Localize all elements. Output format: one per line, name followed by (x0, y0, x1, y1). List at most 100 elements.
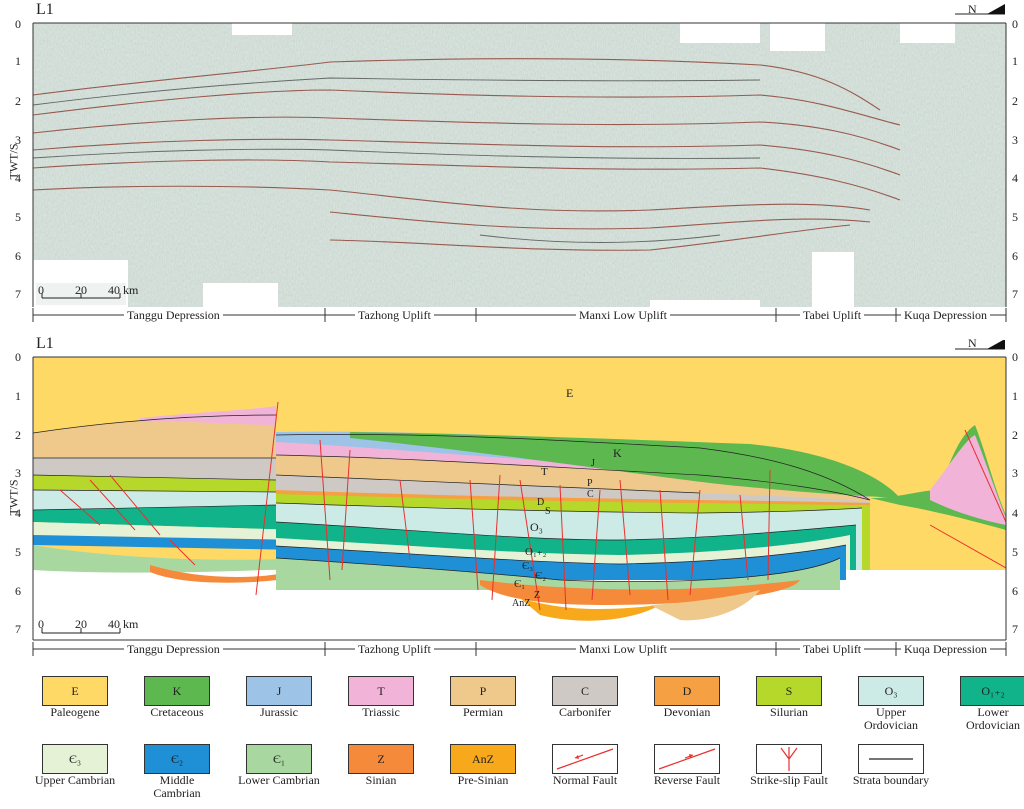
legend-code: J (276, 683, 282, 698)
legend-label: Upper Cambrian (34, 773, 116, 787)
top-region-tanggu: Tanggu Depression (124, 308, 223, 323)
legend-item: Normal Fault (552, 744, 632, 802)
bottom-y-tick-left: 4 (15, 506, 21, 520)
legend-code: T (377, 683, 385, 698)
top-y-tick-left: 3 (15, 133, 21, 147)
legend-swatch: Є₂ (144, 744, 210, 774)
legend-label: Devonian (663, 705, 711, 719)
bottom-y-tick-left: 0 (15, 350, 21, 364)
layer-label-z: Z (534, 590, 541, 601)
legend-code: P (479, 683, 487, 698)
legend-swatch: Є₁ (246, 744, 312, 774)
geologic-cross-section (32, 340, 1007, 656)
legend-swatch (756, 744, 822, 774)
legend-item: O₁₊₂ Lower Ordovician (960, 676, 1024, 734)
legend-label: Reverse Fault (653, 773, 721, 787)
legend-label: Strata boundary (852, 773, 930, 787)
layer-label-e2: Є₂ (535, 570, 547, 582)
legend-swatch: S (756, 676, 822, 706)
layer-label-o3: O₃ (530, 520, 543, 534)
normal-fault-icon (556, 748, 614, 770)
bottom-region-kuqa: Kuqa Depression (901, 642, 990, 657)
legend-swatch: D (654, 676, 720, 706)
strike-slip-fault-icon (780, 747, 798, 771)
bottom-region-tanggu: Tanggu Depression (124, 642, 223, 657)
legend-label: Silurian (770, 705, 808, 719)
legend-swatch (552, 744, 618, 774)
bottom-y-tick-right: 7 (1012, 622, 1018, 636)
legend-swatch: O₁₊₂ (960, 676, 1024, 706)
legend-swatch: E (42, 676, 108, 706)
legend-code: Є₂ (170, 751, 184, 766)
legend-swatch: Z (348, 744, 414, 774)
layer-label-s: S (545, 506, 551, 517)
top-y-tick-right: 0 (1012, 17, 1018, 31)
bottom-scale-20: 20 (75, 617, 87, 631)
legend-label: Normal Fault (552, 773, 618, 787)
top-y-tick-left: 1 (15, 54, 21, 68)
legend-code: S (785, 683, 793, 698)
bottom-y-tick-right: 6 (1012, 584, 1018, 598)
layer-label-k: K (613, 446, 622, 460)
legend-item: Є₃ Upper Cambrian (35, 744, 122, 802)
top-y-tick-left: 5 (15, 210, 21, 224)
top-y-tick-left: 2 (15, 94, 21, 108)
legend-code: C (580, 683, 589, 698)
bottom-y-tick-left: 7 (15, 622, 21, 636)
top-north-label: N (968, 2, 977, 16)
legend-item: D Devonian (654, 676, 734, 734)
legend-code: Z (377, 751, 385, 766)
bottom-region-tabei: Tabei Uplift (800, 642, 865, 657)
top-y-tick-right: 5 (1012, 210, 1018, 224)
legend-swatch: Є₃ (42, 744, 108, 774)
top-panel-label: L1 (36, 1, 54, 18)
legend-code: K (172, 683, 182, 698)
legend-swatch (858, 744, 924, 774)
bottom-y-tick-left: 2 (15, 428, 21, 442)
reverse-fault-icon (658, 748, 716, 770)
top-y-tick-right: 1 (1012, 54, 1018, 68)
top-y-tick-left: 4 (15, 171, 21, 185)
strata-boundary-icon (869, 758, 913, 760)
bottom-y-tick-left: 5 (15, 545, 21, 559)
legend-label: Lower Ordovician (966, 705, 1020, 732)
legend-label: Upper Ordovician (864, 705, 918, 732)
bottom-y-tick-right: 3 (1012, 466, 1018, 480)
legend-code: E (71, 683, 79, 698)
legend-swatch: O₃ (858, 676, 924, 706)
top-y-tick-left: 0 (15, 17, 21, 31)
legend-label: Triassic (362, 705, 400, 719)
bottom-scale-0: 0 (38, 617, 44, 631)
top-y-tick-right: 4 (1012, 171, 1018, 185)
legend-code: Є₃ (68, 751, 82, 766)
layer-label-e3: Є₃ (522, 560, 534, 572)
top-y-tick-right: 7 (1012, 287, 1018, 301)
top-region-tazhong: Tazhong Uplift (355, 308, 434, 323)
top-scale-0: 0 (38, 283, 44, 297)
top-region-manxi: Manxi Low Uplift (576, 308, 670, 323)
layer-label-p: P (587, 478, 593, 489)
layer-label-anz: AnZ (512, 598, 531, 609)
bottom-y-tick-right: 0 (1012, 350, 1018, 364)
legend-swatch: C (552, 676, 618, 706)
legend-code: D (682, 683, 692, 698)
layer-label-c: C (587, 489, 594, 500)
legend-label: Strike-slip Fault (750, 773, 828, 787)
top-region-kuqa: Kuqa Depression (901, 308, 990, 323)
layer-label-o12: O₁₊₂ (525, 546, 547, 558)
legend-swatch: P (450, 676, 516, 706)
legend-code: O₁₊₂ (981, 683, 1005, 698)
bottom-y-tick-left: 6 (15, 584, 21, 598)
bottom-y-tick-right: 1 (1012, 389, 1018, 403)
top-y-tick-right: 6 (1012, 249, 1018, 263)
bottom-y-tick-left: 3 (15, 466, 21, 480)
legend-code: Є₁ (272, 751, 286, 766)
